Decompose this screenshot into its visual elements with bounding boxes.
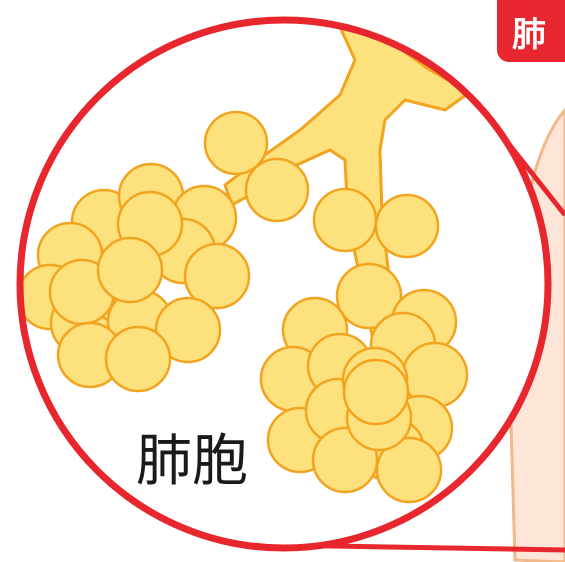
alveolus [314, 189, 376, 251]
alveolus [106, 327, 170, 391]
alveolus [376, 195, 438, 257]
alveolus [246, 159, 308, 221]
corner-tab: 肺 [497, 0, 565, 62]
alveoli-label: 肺胞 [136, 429, 248, 494]
corner-tab-text: 肺 [512, 15, 546, 55]
alveolus [98, 238, 162, 302]
alveolus [344, 360, 408, 424]
